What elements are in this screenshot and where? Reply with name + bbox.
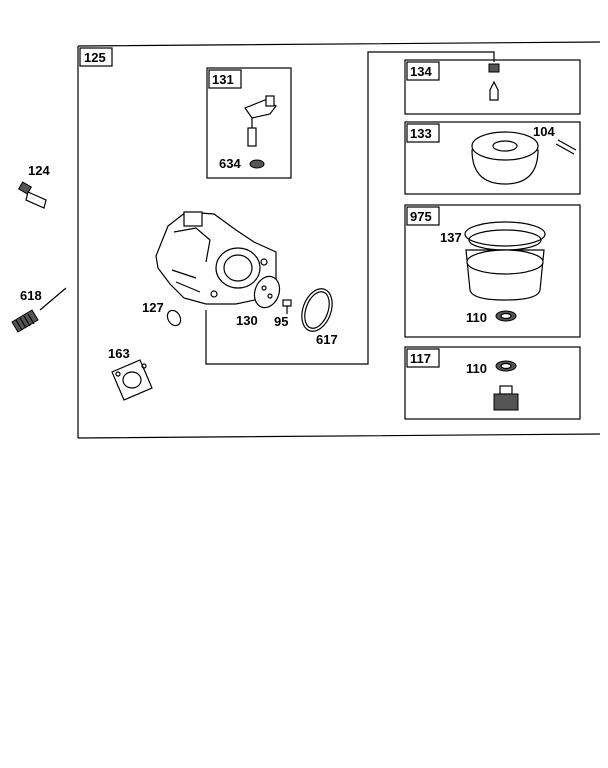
o-ring-127-drawing: [166, 309, 182, 327]
kit-131-box: 131 634: [206, 67, 292, 179]
float-bowl-drawing: [464, 221, 546, 322]
part-163-label: 163: [108, 346, 130, 361]
kit-975-label: 975: [410, 209, 432, 224]
part-110-label-b: 110: [466, 361, 487, 376]
part-110-label-a: 110: [466, 310, 487, 325]
kit-133-label: 133: [410, 126, 432, 141]
screw-95-drawing: [282, 299, 292, 314]
kit-117-box: 117 110: [404, 346, 581, 420]
o-ring-617-drawing: [301, 288, 333, 332]
part-130-label: 130: [236, 313, 258, 328]
kit-connector-line: [205, 51, 495, 365]
bolt-124-drawing: [17, 181, 47, 209]
kit-134-label: 134: [410, 64, 432, 79]
spring-618-drawing: [11, 287, 67, 333]
carburetor-drawing: [155, 211, 277, 305]
part-617-label: 617: [316, 332, 338, 347]
assembly-label: 125: [84, 50, 106, 65]
part-95-label: 95: [274, 314, 288, 329]
needle-valve-drawing: [488, 63, 500, 101]
kit-975-box: 975 137 110: [404, 204, 581, 338]
part-137-label: 137: [440, 230, 462, 245]
part-127-label: 127: [142, 300, 164, 315]
kit-131-label: 131: [212, 72, 234, 87]
gasket-163-drawing: [111, 359, 153, 401]
part-124-label: 124: [28, 163, 50, 178]
part-104-label: 104: [533, 124, 555, 139]
kit-134-box: 134: [404, 59, 581, 115]
float-needle-drawing: [244, 95, 277, 169]
float-drawing: [471, 131, 577, 185]
kit-133-box: 133 104: [404, 121, 581, 195]
assembly-125-frame: 125: [77, 41, 601, 439]
kit-117-label: 117: [410, 351, 431, 366]
part-618-label: 618: [20, 288, 42, 303]
bowl-nut-drawing: [493, 360, 519, 411]
part-634-label: 634: [219, 156, 241, 171]
gasket-130-drawing: [253, 275, 281, 309]
